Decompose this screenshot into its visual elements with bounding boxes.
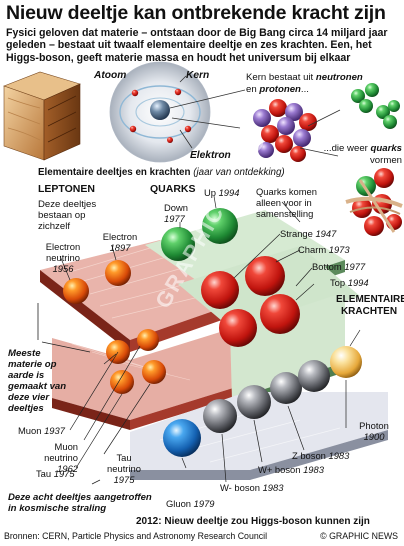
kern-label: Kern	[186, 70, 210, 81]
quarks-heading: QUARKS	[150, 183, 196, 195]
photon-label: Photon 1900	[359, 420, 389, 442]
z-boson-label: Z boson 1983	[292, 450, 350, 461]
higgs-note: 2012: Nieuw deeltje zou Higgs-boson kunn…	[136, 516, 370, 527]
w-plus-sphere	[237, 385, 271, 419]
grey-boson-sphere	[298, 360, 330, 392]
muon-neutrino-label: Muon neutrino 1962	[44, 441, 78, 474]
kosmisch-note: Deze acht deeltjes aangetroffen in kosmi…	[8, 492, 152, 514]
nucleus-cluster	[253, 99, 317, 162]
electron-label: Electron 1897	[102, 231, 138, 253]
electron-neutrino-label: Electron neutrino 1956	[45, 241, 81, 274]
gluon-label: Gluon 1979	[166, 498, 215, 509]
bottom-sphere	[219, 309, 257, 347]
leptons-heading: LEPTONEN	[38, 183, 95, 195]
w-minus-sphere	[203, 399, 237, 433]
top-sphere	[260, 294, 300, 334]
bottom-label: Bottom 1977	[312, 261, 366, 272]
force-spheres	[163, 346, 362, 457]
gluon-sphere	[163, 419, 201, 457]
matter-cube	[3, 71, 81, 161]
z-boson-sphere	[270, 372, 302, 404]
w-plus-label: W+ boson 1983	[258, 464, 324, 475]
strange-sphere	[201, 271, 239, 309]
elektron-label: Elektron	[190, 150, 231, 161]
photon-sphere	[330, 346, 362, 378]
meeste-note: Meeste materie op aarde is gemaakt van d…	[8, 348, 67, 414]
charm-sphere	[245, 256, 285, 296]
strange-label: Strange 1947	[280, 228, 337, 239]
quark-spheres	[161, 208, 300, 347]
page-title: Nieuw deeltje kan ontbrekende kracht zij…	[6, 2, 386, 24]
quarks-description: ...die weer quarks vormen	[323, 143, 402, 166]
tau-label: Tau 1975	[36, 468, 75, 479]
muon-label: Muon 1937	[18, 425, 65, 436]
intro-text: Fysici geloven dat materie – ontstaan do…	[6, 27, 388, 64]
w-minus-label: W- boson 1983	[220, 482, 284, 493]
forces-heading: ELEMENTAIRE KRACHTEN	[336, 294, 404, 317]
kern-description: Kern bestaat uit neutronen en protonen..…	[246, 72, 363, 95]
proton-quarks	[351, 83, 379, 113]
quarks-note: Quarks komen alleen voor in samenstellin…	[256, 186, 317, 219]
electron-sphere	[105, 260, 131, 286]
tau-sphere	[110, 370, 134, 394]
up-sphere	[202, 208, 238, 244]
neutron-quarks	[376, 100, 400, 129]
tau-neutrino-sphere	[142, 360, 166, 384]
atoom-label: Atoom	[94, 70, 127, 81]
quark-bundle	[345, 168, 403, 236]
leader-lines	[41, 195, 361, 485]
tau-neutrino-label: Tau neutrino 1975	[107, 452, 141, 485]
down-sphere	[161, 227, 195, 261]
top-label: Top 1994	[330, 277, 369, 288]
section-heading: Elementaire deeltjes en krachten (jaar v…	[38, 167, 285, 178]
footer-brand: © GRAPHIC NEWS	[320, 531, 398, 541]
charm-label: Charm 1973	[298, 244, 350, 255]
footer-sources: Bronnen: CERN, Particle Physics and Astr…	[4, 531, 268, 541]
muon-neutrino-sphere	[137, 329, 159, 351]
lepton-spheres	[63, 260, 166, 394]
down-label: Down 1977	[164, 202, 188, 224]
up-label: Up 1994	[204, 187, 240, 198]
electron-neutrino-sphere	[63, 278, 89, 304]
leptons-note: Deze deeltjes bestaan op zichzelf	[38, 199, 97, 232]
